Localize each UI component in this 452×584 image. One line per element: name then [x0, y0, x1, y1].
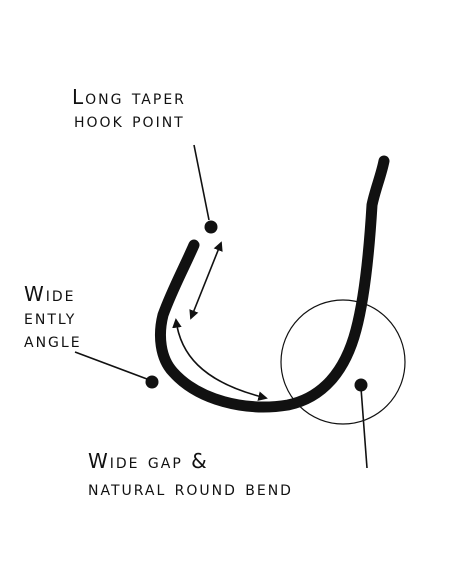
angle-leader — [74, 351, 148, 380]
hook-point-dot — [204, 220, 218, 234]
angle-label-line-1: Wide — [24, 282, 76, 306]
angle-label-line-3: angle — [24, 328, 82, 352]
hook-shape — [155, 155, 390, 413]
gap-bend-label: Wide gap & natural round bend — [88, 448, 293, 502]
hook-point-label-line-2: hook point — [74, 108, 185, 132]
taper-length-arrow — [189, 241, 223, 320]
angle-label-line-2: ently — [24, 305, 77, 329]
bend-leader — [360, 387, 368, 469]
gap-arc-arrow — [172, 318, 268, 401]
gap-bend-label-line-1: Wide gap & — [88, 449, 209, 473]
hook-point-label-line-1: Long taper — [72, 85, 186, 109]
hook-point-leader — [193, 144, 210, 221]
bend-dot — [354, 378, 368, 392]
hook-point — [166, 245, 194, 305]
bend-highlight-circle — [280, 299, 406, 425]
gap-bend-label-line-2: natural round bend — [88, 476, 293, 500]
angle-label: Wide ently angle — [24, 283, 82, 352]
hook-point-label: Long taper hook point — [72, 86, 186, 132]
angle-dot — [145, 375, 159, 389]
